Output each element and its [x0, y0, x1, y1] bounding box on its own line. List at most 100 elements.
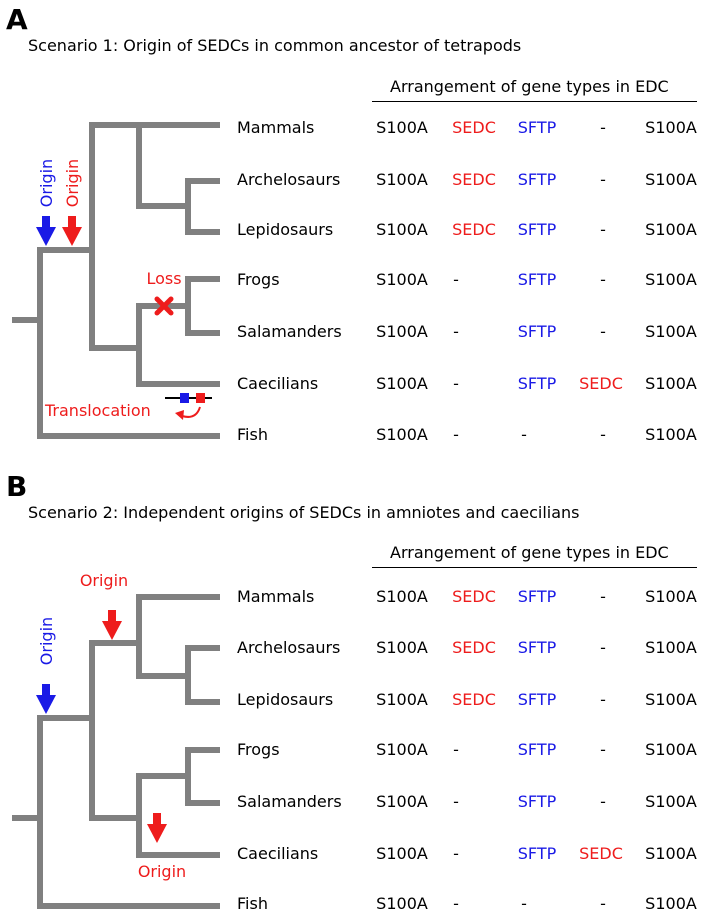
gene-cell: S100A	[645, 844, 697, 863]
gene-cell: -	[453, 374, 459, 393]
gene-cell: S100A	[645, 587, 697, 606]
gene-cell: -	[600, 425, 606, 444]
translocation-label: Translocation	[44, 401, 151, 420]
loss-cross-icon	[154, 296, 174, 316]
taxon-label: Caecilians	[237, 844, 319, 863]
gene-cell: SFTP	[517, 118, 557, 137]
gene-cell: SEDC	[452, 170, 496, 189]
gene-cell: SFTP	[517, 638, 557, 657]
gene-cell: S100A	[645, 792, 697, 811]
gene-cell: SFTP	[517, 170, 557, 189]
gene-cell: -	[600, 690, 606, 709]
taxon-label: Mammals	[237, 587, 315, 606]
taxon-label: Archelosaurs	[237, 170, 341, 189]
panel-letter: B	[6, 470, 28, 503]
origin-arrow-red	[102, 610, 122, 640]
gene-cell: SFTP	[517, 587, 557, 606]
gene-cell: S100A	[376, 894, 428, 913]
origin-label-blue: Origin	[37, 617, 56, 665]
loss-label: Loss	[146, 269, 181, 288]
table-header: Arrangement of gene types in EDC	[390, 543, 669, 562]
gene-cell: S100A	[645, 118, 697, 137]
gene-cell: SFTP	[517, 374, 557, 393]
gene-cell: -	[453, 740, 459, 759]
gene-cell: S100A	[376, 425, 428, 444]
gene-cell: SFTP	[517, 220, 557, 239]
gene-cell: SFTP	[517, 690, 557, 709]
taxon-label: Salamanders	[237, 792, 342, 811]
gene-cell: SEDC	[452, 638, 496, 657]
taxon-label: Lepidosaurs	[237, 220, 334, 239]
gene-cell: SEDC	[579, 374, 623, 393]
panel-letter: A	[6, 3, 28, 36]
gene-cell: SFTP	[517, 792, 557, 811]
scenario-title: Scenario 2: Independent origins of SEDCs…	[28, 503, 580, 522]
gene-cell: SEDC	[452, 118, 496, 137]
gene-cell: -	[600, 894, 606, 913]
gene-cell: S100A	[376, 587, 428, 606]
taxon-label: Caecilians	[237, 374, 319, 393]
gene-cell: S100A	[376, 844, 428, 863]
taxon-label: Lepidosaurs	[237, 690, 334, 709]
gene-cell: S100A	[376, 170, 428, 189]
gene-cell: -	[600, 170, 606, 189]
gene-cell: S100A	[645, 322, 697, 341]
gene-cell: -	[453, 844, 459, 863]
gene-cell: -	[600, 118, 606, 137]
table-header: Arrangement of gene types in EDC	[390, 77, 669, 96]
gene-cell: S100A	[645, 638, 697, 657]
origin-arrow-blue	[36, 216, 56, 246]
header-rule	[372, 101, 697, 102]
gene-cell: SFTP	[517, 844, 557, 863]
taxon-label: Frogs	[237, 740, 280, 759]
gene-cell: S100A	[645, 374, 697, 393]
origin-label-red: Origin	[80, 571, 128, 590]
gene-cell: S100A	[376, 690, 428, 709]
origin-label-red: Origin	[63, 159, 82, 207]
gene-cell: -	[453, 270, 459, 289]
taxon-label: Mammals	[237, 118, 315, 137]
gene-cell: SEDC	[579, 844, 623, 863]
gene-cell: S100A	[376, 270, 428, 289]
gene-cell: S100A	[376, 792, 428, 811]
gene-cell: S100A	[645, 170, 697, 189]
gene-cell: -	[600, 270, 606, 289]
origin-arrow-blue	[36, 684, 56, 714]
gene-cell: SEDC	[452, 220, 496, 239]
gene-cell: S100A	[376, 638, 428, 657]
origin-arrow-red	[147, 813, 167, 843]
origin-label-red: Origin	[138, 862, 186, 881]
gene-cell: S100A	[645, 690, 697, 709]
scenario-title: Scenario 1: Origin of SEDCs in common an…	[28, 36, 522, 55]
origin-arrow-red	[62, 216, 82, 246]
gene-cell: -	[600, 792, 606, 811]
gene-cell: SFTP	[517, 740, 557, 759]
gene-cell: -	[600, 740, 606, 759]
translocation-icon	[165, 393, 212, 420]
gene-cell: S100A	[645, 740, 697, 759]
gene-cell: -	[521, 425, 527, 444]
gene-cell: -	[453, 792, 459, 811]
gene-cell: S100A	[376, 322, 428, 341]
gene-cell: S100A	[376, 740, 428, 759]
gene-cell: S100A	[376, 118, 428, 137]
gene-cell: -	[600, 322, 606, 341]
gene-cell: S100A	[376, 220, 428, 239]
gene-cell: -	[600, 638, 606, 657]
origin-label-blue: Origin	[37, 159, 56, 207]
gene-cell: -	[521, 894, 527, 913]
gene-cell: SEDC	[452, 690, 496, 709]
gene-cell: -	[600, 587, 606, 606]
header-rule	[372, 567, 697, 568]
gene-cell: SFTP	[517, 270, 557, 289]
gene-cell: SEDC	[452, 587, 496, 606]
gene-cell: SFTP	[517, 322, 557, 341]
gene-cell: -	[453, 425, 459, 444]
taxon-label: Frogs	[237, 270, 280, 289]
taxon-label: Fish	[237, 894, 268, 913]
taxon-label: Salamanders	[237, 322, 342, 341]
gene-cell: S100A	[645, 270, 697, 289]
gene-cell: -	[600, 220, 606, 239]
